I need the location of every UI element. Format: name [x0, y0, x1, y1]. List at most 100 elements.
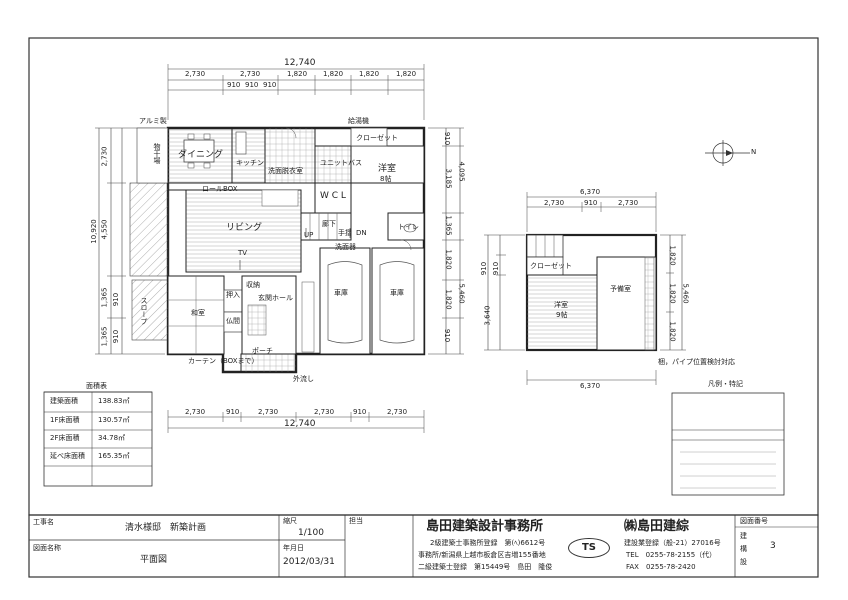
north-arrow [705, 140, 750, 166]
dim-top-total: 12,740 [284, 58, 316, 68]
room-washitsu: 和室 [191, 309, 205, 317]
label-senbetsu: 洗面器 [335, 243, 356, 251]
legend-frame [671, 392, 785, 496]
area-row-value: 165.35㎡ [98, 452, 130, 460]
area-row-value: 138.83㎡ [98, 397, 130, 405]
tb-project-label: 工事名 [33, 518, 54, 526]
dim-bottom-seg: 2,730 [314, 408, 335, 416]
label-tesuri: 手摺 [338, 229, 352, 237]
dim-bottom-seg: 2,730 [387, 408, 408, 416]
dim-up-seg: 2,730 [544, 199, 565, 207]
area-table-title: 面積表 [86, 382, 107, 390]
dim-right2-seg: 1,820 [444, 289, 453, 310]
dim-bottom-total: 12,740 [284, 419, 316, 429]
dim-right-seg: 3,185 [444, 168, 453, 189]
tb-project-name: 清水様邸 新築計画 [125, 523, 207, 533]
dim-top-sub: 910 [245, 81, 259, 89]
dim-right-seg: 1,365 [444, 215, 453, 236]
tb-scale-value: 1/100 [298, 528, 324, 538]
dim-up-right: 5,460 [681, 283, 690, 304]
area-row-label: 建築面積 [50, 397, 78, 405]
dim-up-right: 1,820 [668, 321, 677, 342]
tb-drawing-label: 図面名称 [33, 544, 61, 552]
tb-person-label: 担当 [349, 517, 363, 525]
dim-left-seg: 1,365 [100, 326, 109, 347]
dim-up-left: 910 [492, 261, 501, 276]
room-toilet: トイレ [398, 223, 419, 231]
tb-tel: TEL 0255-78-2155（代） [626, 551, 717, 559]
label-up: UP [304, 231, 314, 239]
dim-left-inner: 910 [112, 329, 121, 344]
tb-number-label: 図面番号 [740, 517, 768, 525]
tb-logo: TS [568, 538, 610, 558]
label-shuno: 収納 [246, 281, 260, 289]
tb-reg1: 2級建築士事務所登録 第(ﾍ)6612号 [430, 539, 546, 547]
dim-up-right: 1,820 [668, 245, 677, 266]
dim-up-seg: 910 [584, 199, 598, 207]
label-sotonagashi: 外流し [293, 375, 314, 383]
room-oshiire: 押入 [226, 291, 240, 299]
title-block-frame [28, 514, 819, 578]
label-pipe-note: 梱，パイプ位置検討対応 [658, 358, 735, 366]
room-garage2: 車庫 [390, 289, 404, 297]
dim-right-seg: 4,095 [457, 161, 466, 182]
tb-number-char: 構 [740, 545, 747, 553]
room-up-yobi: 予備室 [610, 285, 631, 293]
dim-bottom-seg: 2,730 [258, 408, 279, 416]
dim-up-right: 1,820 [668, 283, 677, 304]
legend-title: 凡例・特記 [708, 380, 743, 388]
upper-floor-plan [484, 192, 686, 385]
room-senmen: 洗面脱衣室 [268, 167, 303, 175]
label-kyuto: 給湯機 [348, 117, 369, 125]
area-row-label: 延べ床面積 [50, 452, 85, 460]
tb-number-char: 設 [740, 558, 747, 566]
tb-date-value: 2012/03/31 [283, 557, 335, 567]
area-table-frame [43, 391, 153, 487]
dim-bottom-seg: 910 [353, 408, 367, 416]
label-slope: スロープ [140, 297, 148, 325]
dim-top-seg: 1,820 [359, 70, 380, 78]
tb-addr: 事務所/新潟県上越市板倉区吉増155番地 [418, 551, 546, 559]
tb-company: ㈱島田建綜 [624, 519, 690, 534]
dim-left-total: 10,920 [89, 219, 98, 244]
dim-up-left: 910 [480, 261, 489, 276]
dim-top-seg: 2,730 [185, 70, 206, 78]
dim-up-left: 3,640 [483, 305, 492, 326]
dim-right2-seg: 5,460 [457, 283, 466, 304]
room-up-youshitsu-size: 9帖 [556, 311, 568, 319]
room-butsudan: 仏間 [226, 317, 240, 325]
dim-top-sub: 910 [263, 81, 277, 89]
room-unitbath: ユニットバス [320, 159, 362, 167]
room-living: リビング [226, 223, 263, 233]
tb-number-char: 建 [740, 532, 747, 540]
tb-fax: FAX 0255-78-2420 [626, 563, 696, 571]
dim-up-bottom: 6,370 [580, 382, 601, 390]
dim-left-seg: 2,730 [100, 146, 109, 167]
dim-right-seg: 910 [443, 131, 452, 146]
tb-number-value: 3 [770, 541, 776, 551]
area-row-label: 2F床面積 [50, 434, 80, 442]
room-wcl: W C L [320, 191, 346, 201]
label-rouka: 廊下 [322, 220, 336, 228]
dim-right2-seg: 1,820 [444, 249, 453, 270]
tb-comp-reg: 建設業登録（般-21）27016号 [624, 539, 721, 547]
label-rollbox: ロールBOX [202, 185, 238, 193]
label-dn: DN [356, 229, 367, 237]
dim-left-seg: 1,365 [100, 287, 109, 308]
area-row-label: 1F床面積 [50, 416, 80, 424]
room-up-closet: クローゼット [530, 262, 572, 270]
tb-scale-label: 縮尺 [283, 517, 297, 525]
dim-up-seg: 2,730 [618, 199, 639, 207]
room-youshitsu1-size: 8帖 [380, 175, 392, 183]
room-porch: ポーチ [252, 347, 273, 355]
room-closet: クローゼット [356, 134, 398, 142]
tb-date-label: 年月日 [283, 544, 304, 552]
dim-top-seg: 1,820 [323, 70, 344, 78]
dim-bottom-seg: 910 [226, 408, 240, 416]
label-arumi: アルミ製 [139, 117, 167, 125]
label-tv: TV [238, 249, 248, 257]
dim-left-inner: 910 [112, 292, 121, 307]
dim-bottom-seg: 2,730 [185, 408, 206, 416]
tb-drawing-name: 平面図 [140, 555, 168, 565]
